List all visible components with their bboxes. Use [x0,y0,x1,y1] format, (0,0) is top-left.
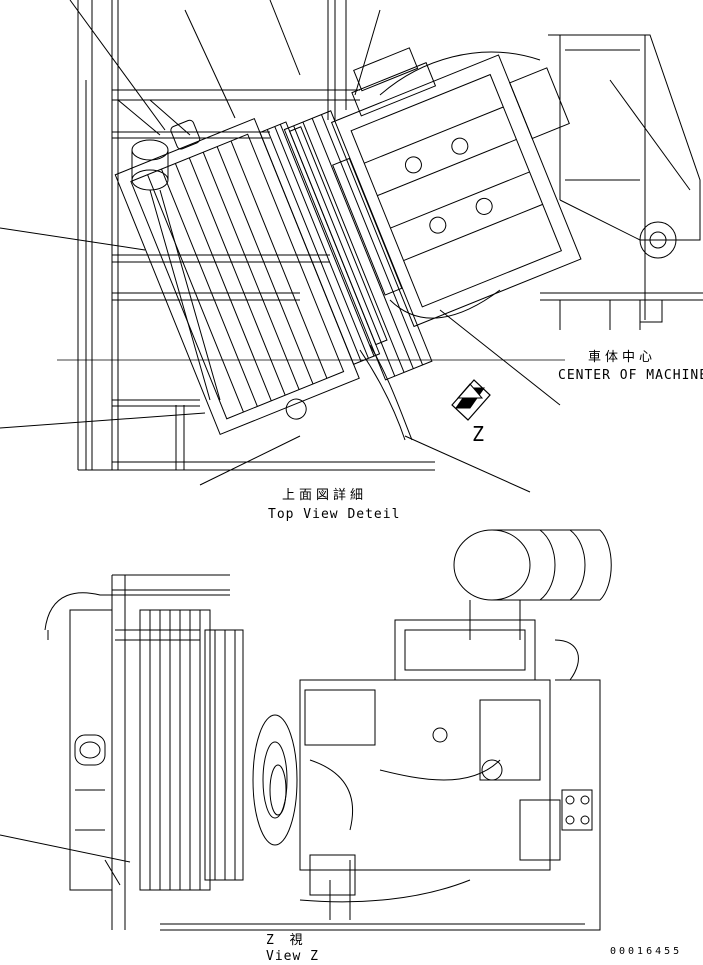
air-cleaner [131,139,221,401]
fan-shroud [283,110,433,381]
view-z-caption: View Z [266,949,319,964]
view-z-caption-jp: Z 視 [266,933,307,948]
rear-frame [540,34,703,330]
radiator-side [44,592,244,891]
fan-pulley [252,714,298,846]
top-view-caption: Top View Deteil [268,507,401,522]
center-of-machine-label-jp: 車体中心 [588,350,657,365]
center-of-machine-label: CENTER OF MACHINE [558,368,703,383]
engine-block-side [299,619,561,920]
tank [69,609,121,891]
radiator-assembly [114,117,388,436]
view-z-marker: Z [472,422,486,446]
rear-mount [554,639,601,931]
drawing-number: 00016455 [610,946,683,957]
top-view-caption-jp: 上面図詳細 [282,488,368,503]
muffler [453,529,612,640]
top-leader-lines [0,0,565,493]
side-view-z [0,529,612,931]
top-view-detail [0,0,703,493]
chassis-frame [77,0,435,471]
view-z-arrow-icon [451,379,491,421]
side-frame [111,574,585,931]
engine-block-top [330,47,582,328]
side-leader-line [0,834,131,863]
